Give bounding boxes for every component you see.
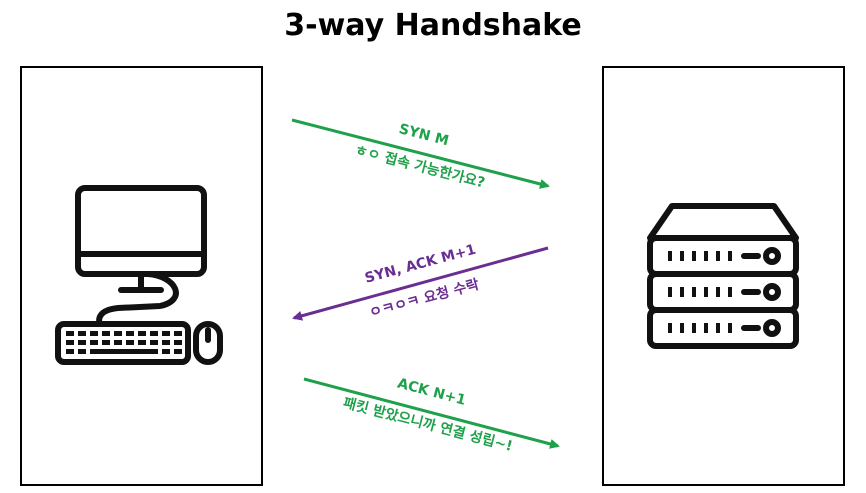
syn-label: SYN M xyxy=(397,121,450,149)
server-indicator-lights xyxy=(668,251,732,333)
keyboard-keys xyxy=(66,331,182,354)
diagram-title: 3-way Handshake xyxy=(284,8,582,43)
desktop-computer-icon xyxy=(55,185,223,365)
syn-ack-arrow xyxy=(292,246,549,321)
ack-arrow xyxy=(303,377,560,449)
syn-arrow xyxy=(291,118,550,189)
ack-message: 패킷 받았으니까 연결 성립~! xyxy=(341,394,514,455)
ack-label: ACK N+1 xyxy=(396,376,468,409)
syn-message: ㅎㅇ 접속 가능한가요? xyxy=(353,142,487,191)
server-icon xyxy=(647,203,799,349)
